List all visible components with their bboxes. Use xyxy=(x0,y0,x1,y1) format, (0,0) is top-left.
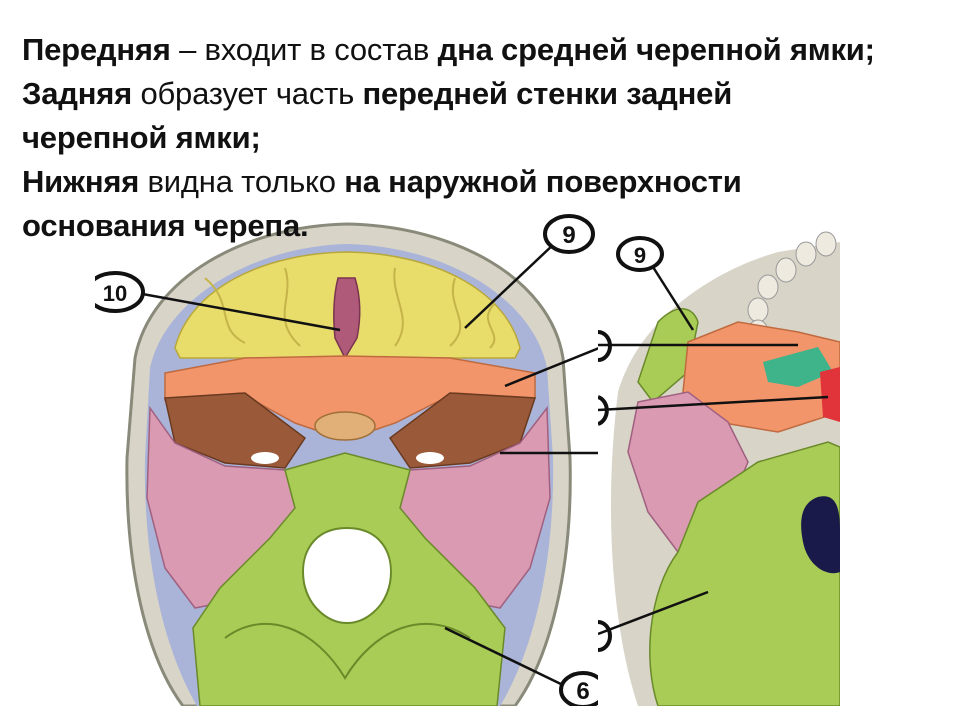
text-line-3-bold: черепной ямки; xyxy=(22,120,261,155)
skull-base-external-illustration: 9 xyxy=(598,212,840,706)
label-9: 9 xyxy=(562,222,575,249)
leader-line-10 xyxy=(136,291,341,332)
foramen-magnum-external xyxy=(801,496,840,574)
text-line-4-plain: видна только xyxy=(139,164,345,199)
label-10: 10 xyxy=(103,281,127,306)
text-line-2-plain: образует часть xyxy=(132,76,363,111)
foramen-left xyxy=(251,452,279,464)
text-line-4-bold: на наружной поверхности xyxy=(344,164,742,199)
text-line-2-bold: передней стенки задней xyxy=(362,76,733,111)
leader-line-right-b xyxy=(598,395,829,412)
label-6-circle xyxy=(559,671,599,706)
occipital-external xyxy=(649,441,840,706)
text-line-5: основания черепа. xyxy=(22,204,952,248)
label-partial-b xyxy=(598,395,609,426)
leader-line-right-c xyxy=(598,590,709,636)
text-line-2: Задняя образует часть передней стенки за… xyxy=(22,72,952,116)
label-10-circle xyxy=(95,271,145,313)
foramen-right xyxy=(416,452,444,464)
foramen-magnum xyxy=(302,526,392,625)
slide-text: Передняя – входит в состав дна средней ч… xyxy=(22,28,952,248)
label-right-9: 9 xyxy=(634,243,646,268)
label-right-9-circle xyxy=(616,236,664,272)
label-6: 6 xyxy=(576,678,589,705)
teeth-row xyxy=(747,231,837,345)
frontal-sulci xyxy=(204,267,496,349)
sella-turcica xyxy=(314,411,376,441)
label-9-circle xyxy=(543,214,595,254)
red-accent xyxy=(820,367,840,422)
text-line-4: Нижняя видна только на наружной поверхно… xyxy=(22,160,952,204)
vomer xyxy=(763,347,833,387)
ethmoid-crista xyxy=(333,277,361,360)
text-line-1: Передняя – входит в состав дна средней ч… xyxy=(22,28,952,72)
text-line-1-bold: дна средней черепной ямки; xyxy=(437,32,875,67)
label-partial-c xyxy=(598,620,612,652)
term-inferior: Нижняя xyxy=(22,164,140,199)
leader-line-9 xyxy=(464,242,556,329)
label-partial-a xyxy=(598,330,612,362)
term-posterior: Задняя xyxy=(22,76,133,111)
leader-line-right-9 xyxy=(651,266,695,331)
skull-base-internal-illustration: 9 10 6 xyxy=(95,208,599,706)
leader-line-6 xyxy=(444,626,566,688)
zygomatic-green xyxy=(637,308,699,404)
text-line-3: черепной ямки; xyxy=(22,116,952,160)
text-line-1-plain: – входит в состав xyxy=(170,32,438,67)
term-anterior: Передняя xyxy=(22,32,171,67)
leader-line-a xyxy=(504,346,599,388)
text-line-5-bold: основания черепа. xyxy=(22,208,309,243)
occipital-fossae-ridges xyxy=(224,622,471,680)
